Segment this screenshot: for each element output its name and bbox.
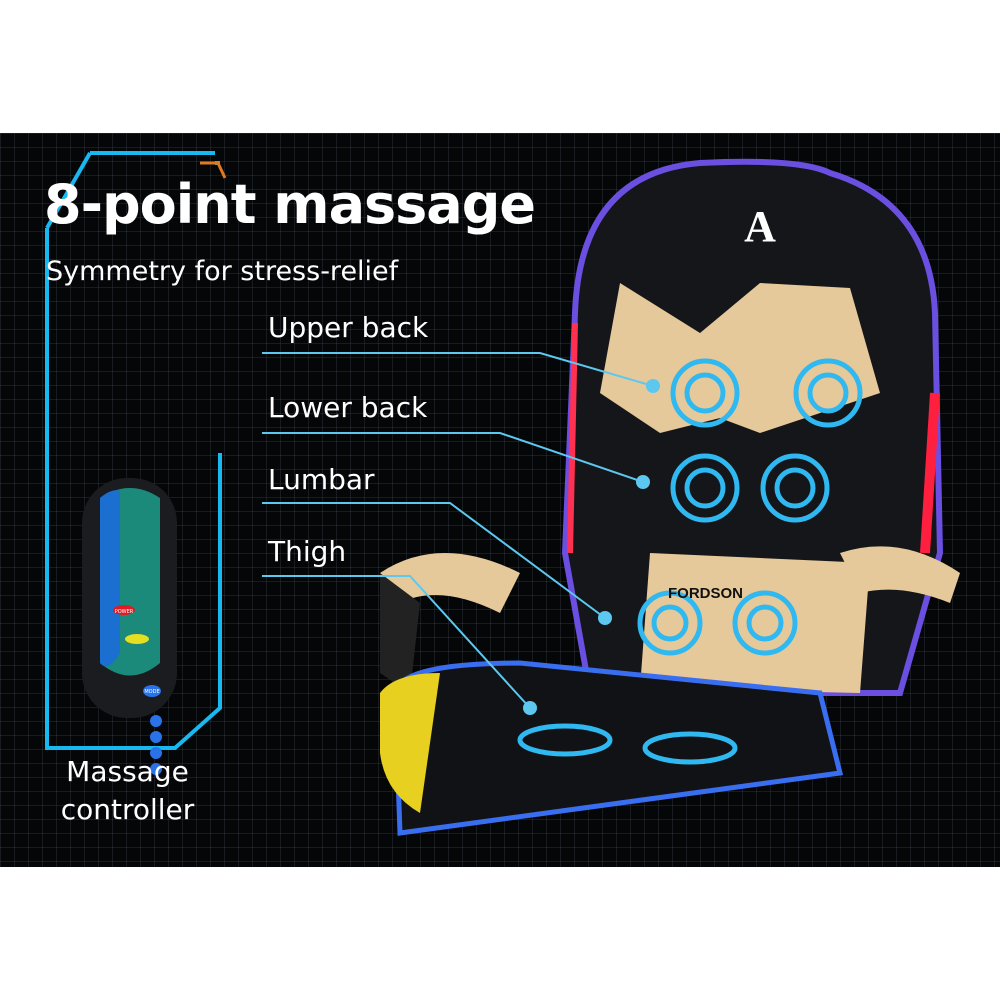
page-title: 8-point massage — [44, 173, 536, 236]
controller-caption: Massage controller — [0, 753, 255, 829]
power-button: POWER — [115, 609, 134, 615]
label-thigh: Thigh — [268, 535, 347, 568]
logo-icon: A — [744, 202, 776, 251]
caption-line-1: Massage — [66, 755, 189, 788]
caption-line-2: controller — [60, 793, 195, 826]
gaming-chair — [380, 158, 960, 836]
label-lower-back: Lower back — [268, 391, 428, 424]
product-illustration: A FORDSON POWER MODE — [45, 151, 960, 836]
massage-remote — [82, 478, 177, 775]
label-lumbar: Lumbar — [268, 463, 375, 496]
product-banner: A FORDSON POWER MODE 8-point massage Sym… — [0, 133, 1000, 867]
massage-points — [517, 358, 863, 765]
subtitle: Symmetry for stress-relief — [46, 256, 399, 287]
leader-lines — [262, 352, 654, 709]
mode-button: MODE — [144, 689, 159, 695]
label-upper-back: Upper back — [268, 311, 429, 344]
cushion-brand: FORDSON — [668, 585, 743, 602]
